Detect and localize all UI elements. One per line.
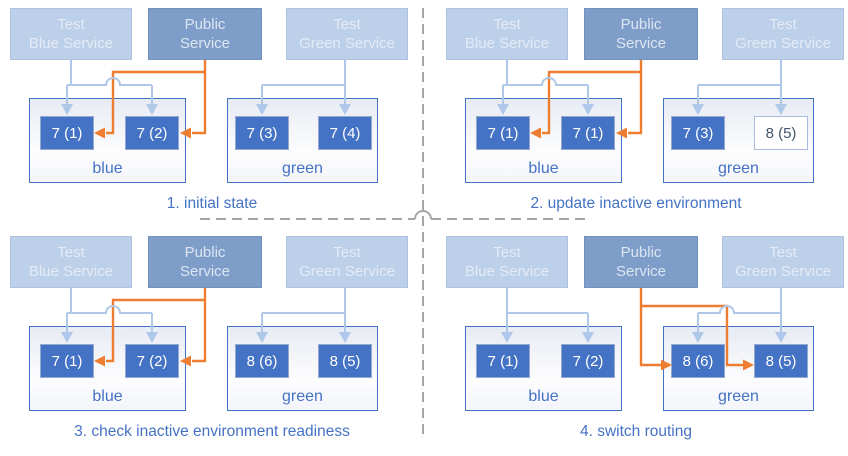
pod-green-1: 7 (3) xyxy=(671,116,725,150)
panel-update-inactive-environment: Test Blue Service Public Service Test Gr… xyxy=(424,0,848,228)
service-label-line: Blue Service xyxy=(28,263,114,280)
test-service-lines xyxy=(502,60,782,105)
service-label-line: Green Service xyxy=(299,263,395,280)
service-label-line: Green Service xyxy=(299,35,395,52)
pod-green-2: 8 (5) xyxy=(754,344,808,378)
panel-content: Test Blue Service Public Service Test Gr… xyxy=(0,228,424,456)
public-route-orange-arrowheads xyxy=(661,359,754,371)
pod-green-1: 8 (6) xyxy=(235,344,289,378)
public-route-orange-lines xyxy=(542,60,643,135)
pod-green-2: 7 (4) xyxy=(318,116,372,150)
panel-caption: 2. update inactive environment xyxy=(530,195,742,212)
service-label-line: Test xyxy=(493,244,521,261)
public-route-orange-arrowheads xyxy=(94,355,191,367)
service-label-line: Blue Service xyxy=(28,35,114,52)
service-label-line: Test xyxy=(333,244,361,261)
panel-initial-state: Test Blue Service Public Service Test Gr… xyxy=(0,0,424,228)
public-route-orange-lines xyxy=(106,288,207,363)
public-service-box: Public Service xyxy=(584,236,698,288)
pod-green-1: 8 (6) xyxy=(671,344,725,378)
service-label-line: Service xyxy=(615,263,667,280)
service-label-line: Test xyxy=(57,16,85,33)
test-service-arrowheads xyxy=(61,332,351,343)
public-route-orange-arrowheads xyxy=(94,127,191,139)
service-label-line: Service xyxy=(179,35,231,52)
service-label-line: Public xyxy=(184,244,226,261)
public-route-orange-lines xyxy=(639,288,744,367)
panel-content: Test Blue Service Public Service Test Gr… xyxy=(436,0,848,228)
service-label-line: Service xyxy=(615,35,667,52)
panel-content: Test Blue Service Public Service Test Gr… xyxy=(436,228,848,456)
pod-blue-2: 7 (2) xyxy=(561,344,615,378)
service-label-line: Public xyxy=(620,244,662,261)
panel-caption: 3. check inactive environment readiness xyxy=(74,423,350,440)
service-label-line: Public xyxy=(184,16,226,33)
connector-arrows xyxy=(497,60,787,139)
test-green-service-box: Test Green Service xyxy=(286,236,408,288)
test-blue-service-box: Test Blue Service xyxy=(10,236,132,288)
test-service-arrowheads xyxy=(501,332,787,343)
panel-switch-routing: Test Blue Service Public Service Test Gr… xyxy=(424,228,848,456)
pod-blue-1: 7 (1) xyxy=(40,116,94,150)
service-label-line: Blue Service xyxy=(464,263,550,280)
service-label-line: Test xyxy=(769,244,797,261)
test-service-lines xyxy=(66,60,346,105)
test-green-service-box: Test Green Service xyxy=(722,236,844,288)
environment-label: blue xyxy=(528,388,559,405)
environment-label: blue xyxy=(528,160,559,177)
panel-content: Test Blue Service Public Service Test Gr… xyxy=(0,0,424,228)
environment-label: blue xyxy=(92,160,123,177)
test-service-lines xyxy=(506,288,782,333)
panel-check-inactive-environment-readiness: Test Blue Service Public Service Test Gr… xyxy=(0,228,424,456)
test-service-arrowheads xyxy=(61,104,351,115)
pod-green-1: 7 (3) xyxy=(235,116,289,150)
service-label-line: Test xyxy=(57,244,85,261)
panel-caption: 4. switch routing xyxy=(580,423,692,440)
public-service-box: Public Service xyxy=(584,8,698,60)
pod-blue-1: 7 (1) xyxy=(476,344,530,378)
test-blue-service-box: Test Blue Service xyxy=(446,236,568,288)
pod-blue-1: 7 (1) xyxy=(40,344,94,378)
environment-label: green xyxy=(718,388,759,405)
public-route-orange-lines xyxy=(106,60,207,135)
pod-blue-1: 7 (1) xyxy=(476,116,530,150)
service-label-line: Test xyxy=(333,16,361,33)
connector-arrows xyxy=(61,288,351,367)
test-green-service-box: Test Green Service xyxy=(722,8,844,60)
test-service-lines xyxy=(66,288,346,333)
environment-label: blue xyxy=(92,388,123,405)
panel-caption: 1. initial state xyxy=(166,195,258,212)
pod-blue-2: 7 (1) xyxy=(561,116,615,150)
test-green-service-box: Test Green Service xyxy=(286,8,408,60)
pod-green-2: 8 (5) xyxy=(318,344,372,378)
pod-green-2: 8 (5) xyxy=(754,116,808,150)
environment-label: green xyxy=(282,160,323,177)
service-label-line: Service xyxy=(179,263,231,280)
service-label-line: Blue Service xyxy=(464,35,550,52)
connector-arrows xyxy=(501,288,787,371)
service-label-line: Green Service xyxy=(735,263,831,280)
environment-label: green xyxy=(282,388,323,405)
service-label-line: Test xyxy=(769,16,797,33)
public-service-box: Public Service xyxy=(148,236,262,288)
test-blue-service-box: Test Blue Service xyxy=(446,8,568,60)
pod-blue-2: 7 (2) xyxy=(125,344,179,378)
public-service-box: Public Service xyxy=(148,8,262,60)
service-label-line: Public xyxy=(620,16,662,33)
connector-arrows xyxy=(61,60,351,139)
environment-label: green xyxy=(718,160,759,177)
test-blue-service-box: Test Blue Service xyxy=(10,8,132,60)
service-label-line: Green Service xyxy=(735,35,831,52)
public-route-orange-arrowheads xyxy=(530,127,627,139)
service-label-line: Test xyxy=(493,16,521,33)
pod-blue-2: 7 (2) xyxy=(125,116,179,150)
test-service-arrowheads xyxy=(497,104,787,115)
